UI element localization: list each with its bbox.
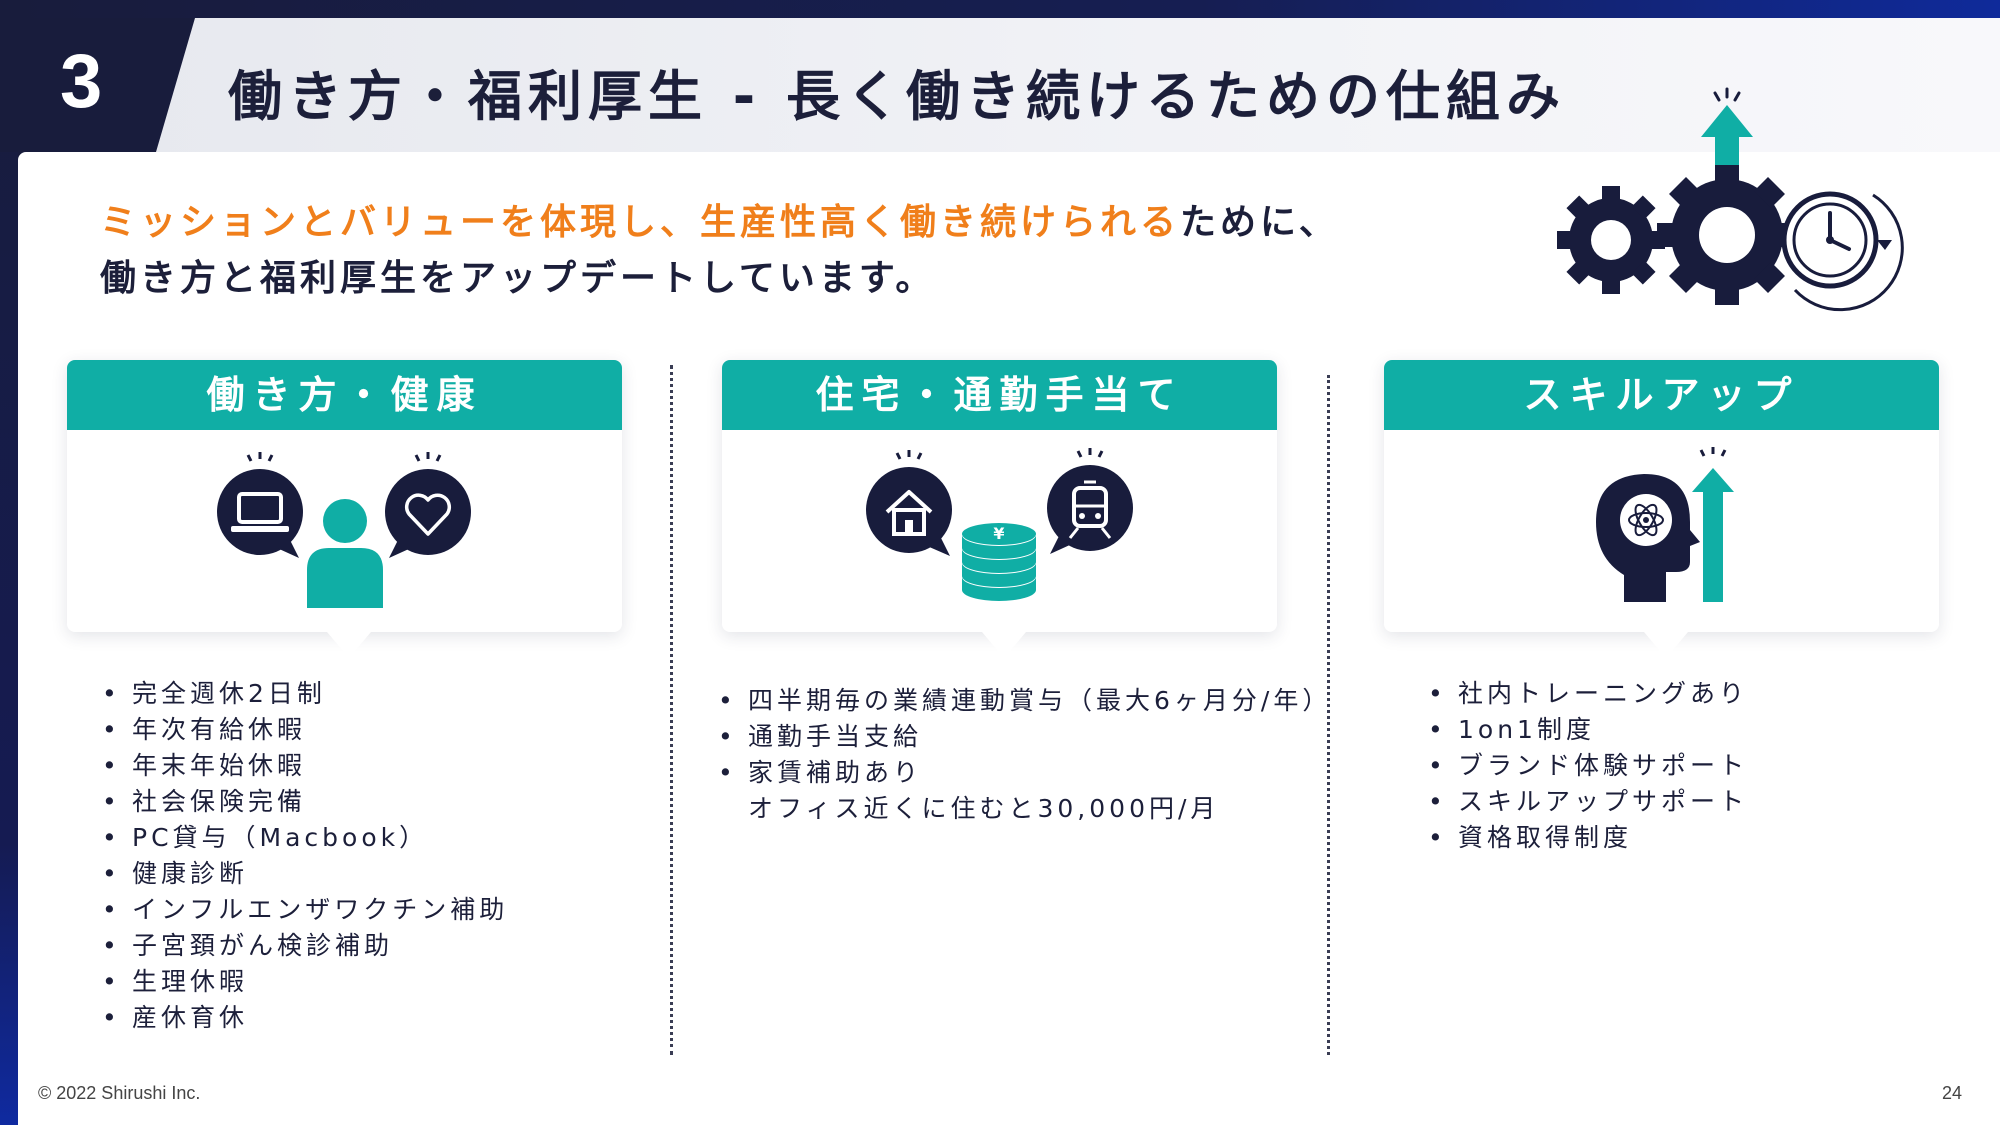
card-housing-commute: 住宅・通勤手当て — [722, 360, 1277, 658]
lead-highlight: ミッションとバリューを体現し、生産性高く働き続けられる — [100, 202, 1181, 243]
list-item: 通勤手当支給 — [718, 719, 1331, 755]
work-health-list: 完全週休2日制 年次有給休暇 年末年始休暇 社会保険完備 PC貸与（Macboo… — [102, 676, 508, 1036]
skill-up-list: 社内トレーニングあり 1on1制度 ブランド体験サポート スキルアップサポート … — [1428, 676, 1748, 856]
head-atom-icon — [1596, 474, 1700, 602]
svg-text:¥: ¥ — [993, 524, 1004, 543]
house-icon — [866, 450, 952, 556]
yen-coins-icon: ¥ — [962, 523, 1036, 601]
section-number: 3 — [60, 39, 103, 124]
train-icon — [1047, 448, 1133, 554]
lead-line2: 働き方と福利厚生をアップデートしています。 — [100, 258, 936, 299]
card-skill-up: スキルアップ — [1384, 360, 1939, 658]
title-bar — [140, 18, 2000, 152]
list-item: 家賃補助あり オフィス近くに住むと30,000円/月 — [718, 755, 1331, 827]
list-item: 生理休暇 — [102, 964, 508, 1000]
work-health-illustration — [217, 452, 471, 608]
list-item-text: 家賃補助あり — [748, 758, 923, 787]
list-item: PC貸与（Macbook） — [102, 820, 508, 856]
list-item: スキルアップサポート — [1428, 784, 1748, 820]
card-header: 住宅・通勤手当て — [722, 360, 1277, 430]
clock-icon — [1781, 191, 1904, 312]
lead-line1-rest: ために、 — [1180, 202, 1339, 243]
list-item: 年末年始休暇 — [102, 748, 508, 784]
list-item: 資格取得制度 — [1428, 820, 1748, 856]
up-arrow-icon — [1701, 87, 1753, 173]
list-item: ブランド体験サポート — [1428, 748, 1748, 784]
skill-up-illustration — [1596, 447, 1734, 602]
small-gear — [1557, 186, 1665, 294]
list-item: 1on1制度 — [1428, 712, 1748, 748]
list-item: 社会保険完備 — [102, 784, 508, 820]
page-title: 働き方・福利厚生 - 長く働き続けるための仕組み — [228, 65, 1567, 128]
person-icon — [307, 499, 383, 608]
list-item: 四半期毎の業績連動賞与（最大6ヶ月分/年） — [718, 683, 1331, 719]
lead-text: ミッションとバリューを体現し、生産性高く働き続けられるために、 働き方と福利厚生… — [100, 195, 1339, 307]
list-item: 子宮頚がん検診補助 — [102, 928, 508, 964]
heart-icon — [385, 452, 471, 558]
list-item: インフルエンザワクチン補助 — [102, 892, 508, 928]
page-number: 24 — [1942, 1083, 1963, 1103]
list-item: 社内トレーニングあり — [1428, 676, 1748, 712]
laptop-icon — [217, 452, 303, 558]
card-header: 働き方・健康 — [67, 360, 622, 430]
section-number-tab: 3 — [0, 18, 195, 152]
card-work-health: 働き方・健康 — [67, 360, 622, 658]
up-arrow-icon — [1692, 447, 1734, 602]
housing-commute-list: 四半期毎の業績連動賞与（最大6ヶ月分/年） 通勤手当支給 家賃補助あり オフィス… — [718, 683, 1331, 827]
top-frame — [0, 0, 2000, 18]
list-item-subnote: オフィス近くに住むと30,000円/月 — [748, 794, 1220, 823]
column-divider — [670, 365, 673, 1055]
list-item: 完全週休2日制 — [102, 676, 508, 712]
card-header: スキルアップ — [1384, 360, 1939, 430]
footer-copyright: © 2022 Shirushi Inc. — [38, 1083, 201, 1103]
list-item: 年次有給休暇 — [102, 712, 508, 748]
gears-icon — [1557, 87, 1904, 312]
list-item: 産休育休 — [102, 1000, 508, 1036]
housing-commute-illustration: ¥ — [866, 448, 1133, 601]
list-item: 健康診断 — [102, 856, 508, 892]
left-frame — [0, 0, 18, 1125]
large-gear — [1657, 165, 1797, 305]
